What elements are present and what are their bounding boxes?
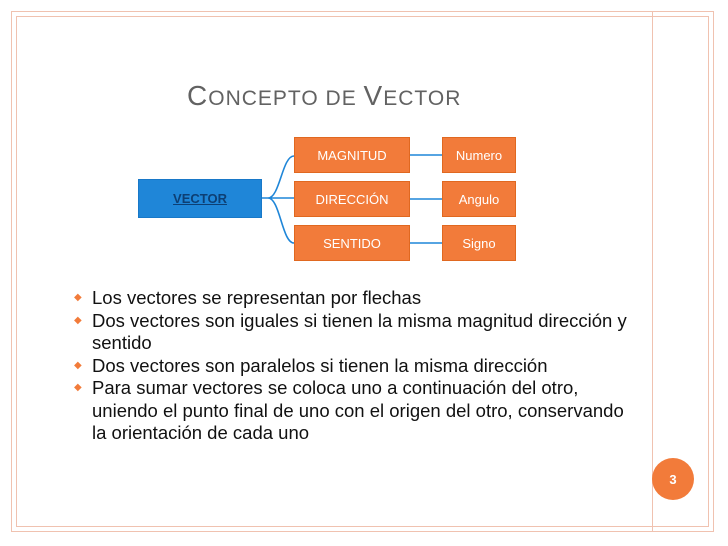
bullet-diamond-icon (74, 292, 85, 303)
title-rest-2: ECTOR (383, 87, 462, 110)
bullet-list: Los vectores se representan por flechas … (74, 287, 634, 445)
bullet-text: Dos vectores son paralelos si tienen la … (92, 354, 548, 376)
title-initial-2: V (363, 80, 384, 111)
page-number-badge: 3 (652, 458, 694, 500)
bullet-text: Dos vectores son iguales si tienen la mi… (92, 309, 627, 354)
title-rest-1: ONCEPTO DE (208, 87, 364, 110)
slide-vertical-rule (652, 11, 653, 532)
bullet-text: Los vectores se representan por flechas (92, 287, 422, 308)
diagram-node-sentido: SENTIDO (294, 225, 410, 261)
diagram-node-direccion: DIRECCIÓN (294, 181, 410, 217)
bullet-item: Para sumar vectores se coloca uno a cont… (74, 377, 634, 445)
bullet-diamond-icon (74, 315, 85, 326)
diagram-node-magnitud: MAGNITUD (294, 137, 410, 173)
slide-frame-outer (11, 11, 714, 532)
slide-title: CONCEPTO DE VECTOR (187, 80, 461, 112)
diagram-node-numero: Numero (442, 137, 516, 173)
title-initial-1: C (187, 80, 209, 111)
diagram-node-vector: VECTOR (138, 179, 262, 218)
bullet-diamond-icon (74, 360, 85, 371)
bullet-diamond-icon (74, 382, 85, 393)
bullet-item: Los vectores se representan por flechas (74, 287, 634, 310)
bullet-item: Dos vectores son paralelos si tienen la … (74, 355, 634, 378)
bullet-text: Para sumar vectores se coloca uno a cont… (92, 377, 624, 443)
diagram-node-angulo: Angulo (442, 181, 516, 217)
diagram-node-signo: Signo (442, 225, 516, 261)
slide-frame-inner (16, 16, 709, 527)
bullet-item: Dos vectores son iguales si tienen la mi… (74, 310, 634, 355)
